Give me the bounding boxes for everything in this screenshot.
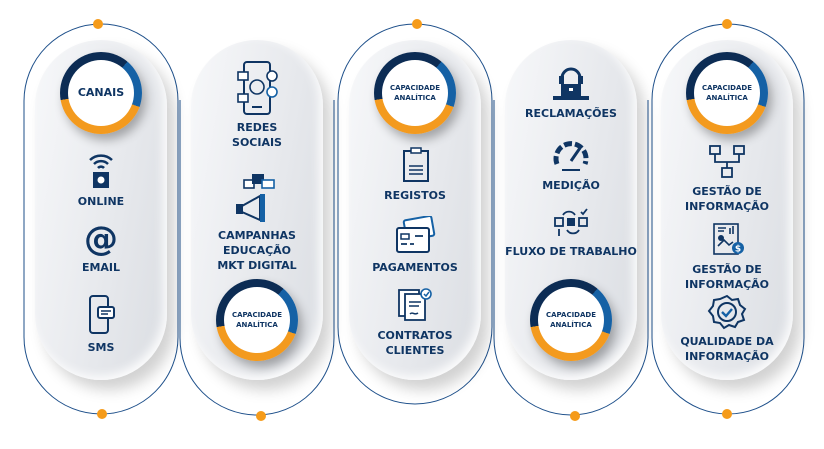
connector-dot xyxy=(93,19,103,29)
phone-chat-icon xyxy=(89,295,115,334)
social-phone-icon xyxy=(237,61,278,115)
contracts-icon xyxy=(398,288,432,321)
column-canais: CANAIS ONLINE @ EMAIL SMS xyxy=(35,40,167,380)
column-registos: CAPACIDADE ANALÍTICA REGISTOS PAGAMENTOS… xyxy=(349,40,481,380)
clipboard-icon xyxy=(403,147,429,182)
badge-capacidade-analitica: CAPACIDADE ANALÍTICA xyxy=(530,279,612,361)
item-fluxo-trabalho: FLUXO DE TRABALHO xyxy=(505,206,637,259)
item-medicao: MEDIÇÃO xyxy=(505,136,637,193)
connector-dot xyxy=(722,409,732,419)
badge-canais: CANAIS xyxy=(60,52,142,134)
svg-text:@: @ xyxy=(84,220,118,256)
item-registos: REGISTOS xyxy=(349,146,481,203)
item-campanhas: CAMPANHAS EDUCAÇÃO MKT DIGITAL xyxy=(191,172,323,273)
quality-badge-icon xyxy=(707,294,747,330)
badge-capacidade-analitica: CAPACIDADE ANALÍTICA xyxy=(374,52,456,134)
item-redes-sociais: REDES SOCIAIS xyxy=(191,60,323,150)
item-contratos: CONTRATOS CLIENTES xyxy=(349,286,481,358)
workflow-icon xyxy=(554,208,588,236)
item-sms: SMS xyxy=(35,294,167,355)
item-qualidade-informacao: QUALIDADE DA INFORMAÇÃO xyxy=(661,294,793,364)
headset-laptop-icon xyxy=(553,67,589,100)
item-email: @ EMAIL xyxy=(81,220,121,274)
column-redes: REDES SOCIAIS CAMPANHAS EDUCAÇÃO MKT DIG… xyxy=(191,40,323,380)
at-icon: @ xyxy=(84,220,118,256)
wifi-device-icon xyxy=(89,154,113,188)
column-gestao: CAPACIDADE ANALÍTICA GESTÃO DE INFORMAÇÃ… xyxy=(661,40,793,380)
connector-dot xyxy=(722,19,732,29)
hierarchy-icon xyxy=(709,145,745,178)
item-pagamentos: PAGAMENTOS xyxy=(349,216,481,275)
column-reclamacoes: RECLAMAÇÕES MEDIÇÃO FLUXO DE TRABALHO CA… xyxy=(505,40,637,380)
svg-text:$: $ xyxy=(735,245,741,255)
connector-dot xyxy=(412,19,422,29)
megaphone-icon xyxy=(236,174,275,222)
connector-dot xyxy=(570,411,580,421)
gauge-icon xyxy=(553,141,589,171)
item-reclamacoes: RECLAMAÇÕES xyxy=(505,60,637,121)
badge-capacidade-analitica: CAPACIDADE ANALÍTICA xyxy=(216,279,298,361)
connector-dot xyxy=(97,409,107,419)
item-online: ONLINE xyxy=(35,150,167,209)
report-icon: $ xyxy=(713,223,744,255)
badge-capacidade-analitica: CAPACIDADE ANALÍTICA xyxy=(686,52,768,134)
item-gestao-informacao: GESTÃO DE INFORMAÇÃO xyxy=(661,144,793,214)
connector-dot xyxy=(256,411,266,421)
item-gestao-informacao-2: $ GESTÃO DE INFORMAÇÃO xyxy=(661,222,793,292)
cards-icon xyxy=(396,216,436,253)
